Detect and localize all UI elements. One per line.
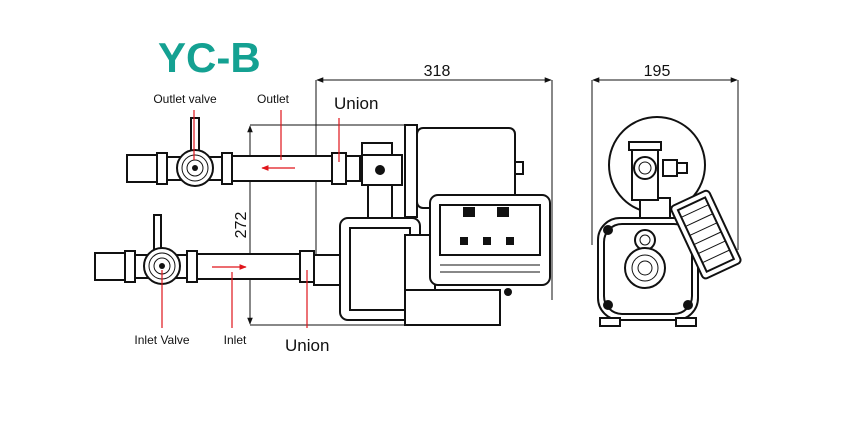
dimension-width: 195 [591,63,739,250]
inlet-pipe-assembly [94,214,345,286]
pump-front-view [339,124,551,326]
dimension-height-label: 272 [233,212,250,239]
annotations [161,110,340,328]
dimension-length: 318 [315,63,553,300]
pump-side-view [597,116,742,327]
inlet-label: Inlet [224,333,247,347]
model-title: YC-B [158,34,261,81]
union-bottom-label: Union [285,336,329,355]
outlet-pipe-assembly [126,117,361,187]
inlet-valve-label: Inlet Valve [134,333,189,347]
outlet-label: Outlet [257,92,290,106]
dimension-width-label: 195 [644,63,671,80]
dimension-length-label: 318 [424,63,451,80]
union-top-label: Union [334,94,378,113]
dimension-height: 272 [233,124,410,326]
outlet-valve-label: Outlet valve [153,92,217,106]
